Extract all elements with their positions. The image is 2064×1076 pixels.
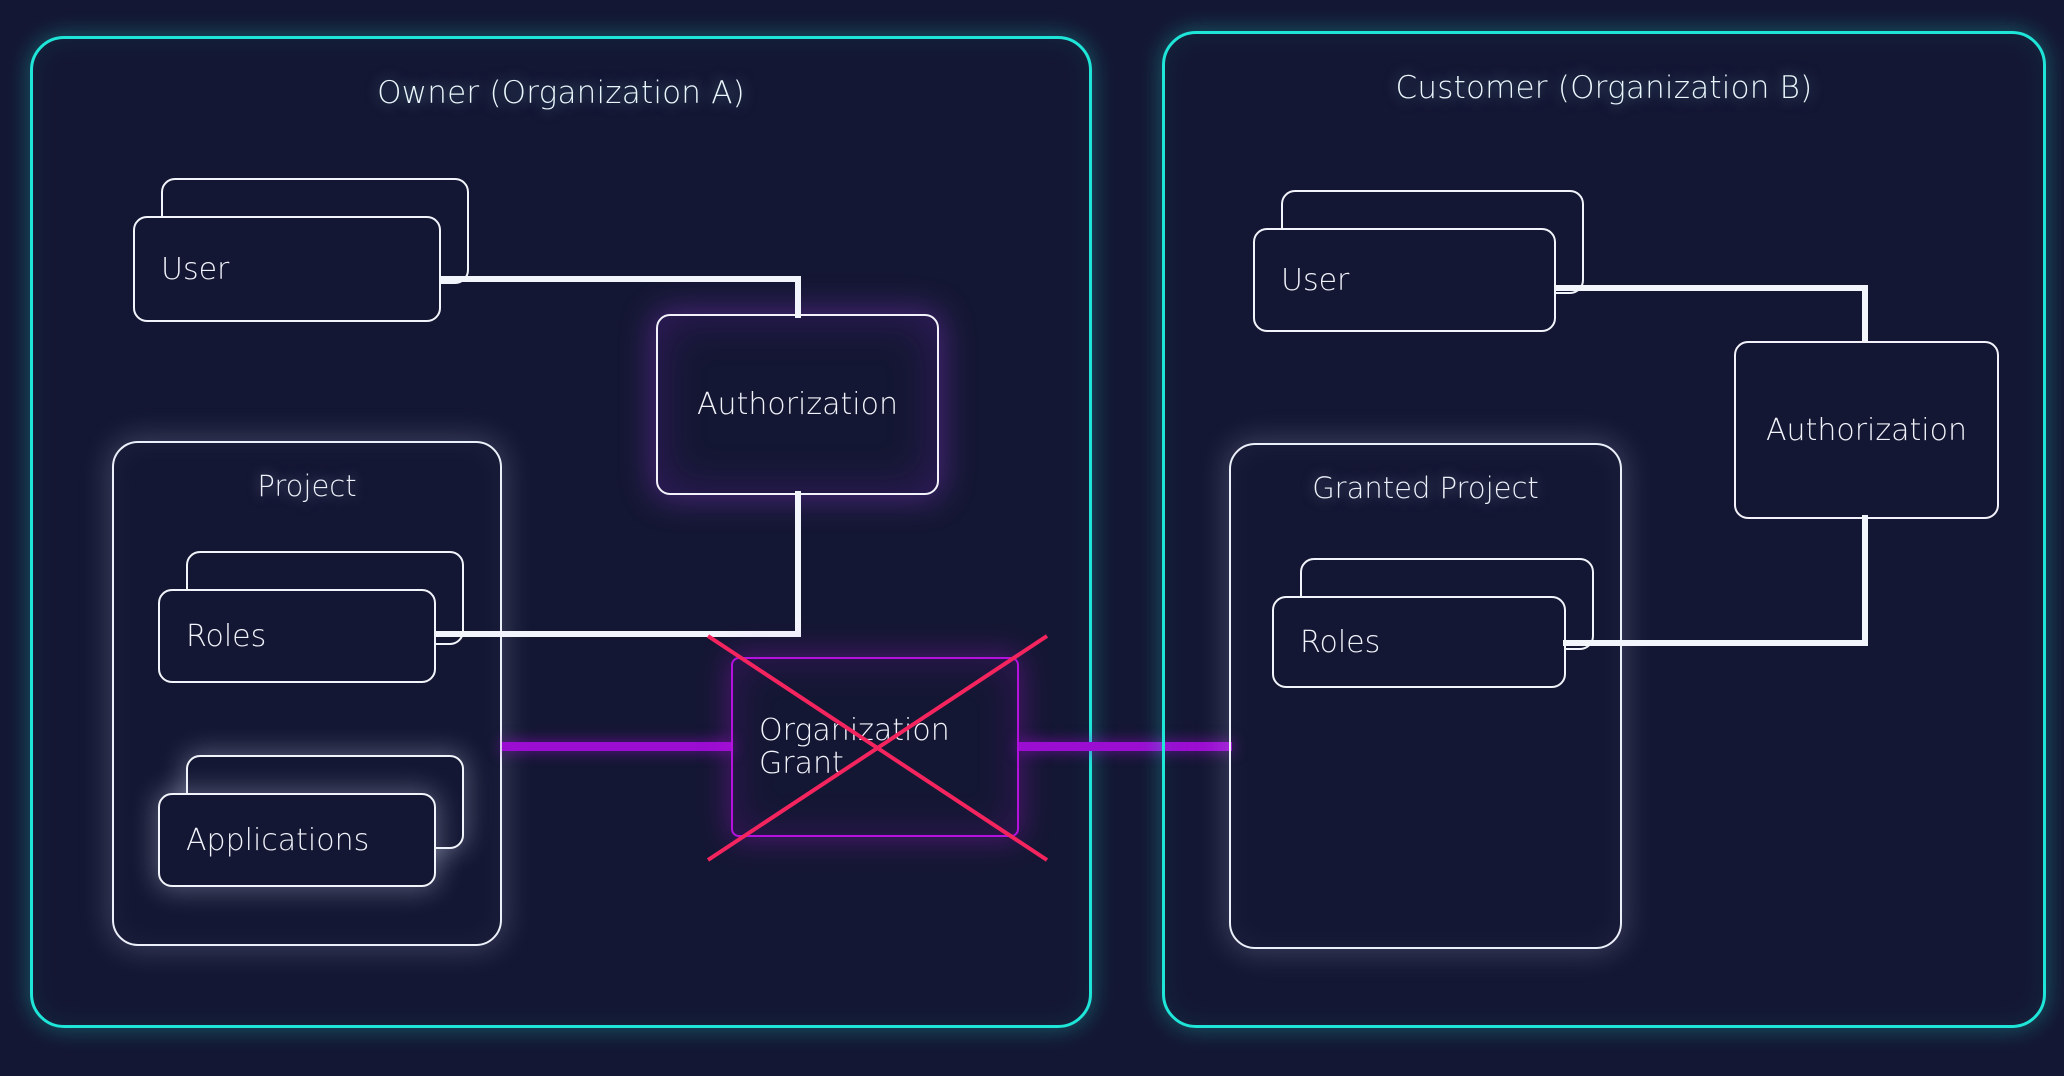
connector-customer-user-to-auth-h [1556,285,1868,291]
node-organization-grant[interactable]: Organization Grant [731,657,1019,837]
connector-owner-auth-to-roles-v [795,491,801,637]
node-customer-authorization-label: Authorization [1766,412,1967,448]
node-owner-authorization-label: Authorization [697,387,898,422]
card-front: User [1253,228,1556,332]
card-front: Applications [158,793,436,887]
connector-customer-user-to-auth-v [1862,285,1868,341]
node-owner-project-title: Project [257,469,357,503]
node-customer-roles-label: Roles [1300,624,1381,660]
node-owner-applications-label: Applications [186,822,370,858]
card-front: Roles [1272,596,1566,688]
connector-customer-auth-to-roles-h [1563,640,1868,646]
connector-customer-auth-to-roles-v [1862,515,1868,643]
connector-grant-to-customer [1019,742,1232,751]
node-customer-user-label: User [1281,262,1350,298]
node-organization-grant-label-line2: Grant [759,746,844,781]
node-customer-project-title: Granted Project [1312,471,1539,505]
node-owner-user[interactable]: User [133,178,469,322]
node-owner-roles[interactable]: Roles [158,551,464,683]
node-owner-roles-label: Roles [186,618,267,654]
org-panel-owner: Owner (Organization A) [30,36,1092,1028]
node-customer-roles[interactable]: Roles [1272,558,1594,688]
card-front: Roles [158,589,436,683]
card-front: User [133,216,441,322]
node-owner-applications[interactable]: Applications [158,755,464,887]
node-owner-user-label: User [161,251,230,287]
org-panel-owner-title: Owner (Organization A) [377,75,745,111]
node-customer-user[interactable]: User [1253,190,1584,332]
connector-owner-auth-to-roles-h [436,631,801,637]
node-customer-authorization[interactable]: Authorization [1734,341,1999,519]
connector-owner-project-to-grant [502,742,732,751]
connector-owner-user-to-auth-h [441,276,801,282]
node-organization-grant-label-line1: Organization [759,713,950,748]
node-customer-project: Granted Project [1229,443,1622,949]
node-owner-authorization[interactable]: Authorization [656,314,939,495]
connector-owner-user-to-auth-v [795,276,801,318]
org-panel-customer: Customer (Organization B) [1162,31,2046,1028]
node-owner-project: Project [112,441,502,946]
org-panel-customer-title: Customer (Organization B) [1395,70,1813,106]
